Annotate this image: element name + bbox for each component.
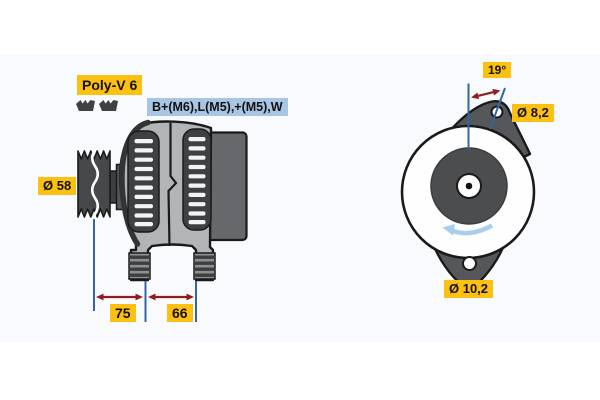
side-view-drawing <box>76 100 248 322</box>
housing-split-line <box>167 123 178 247</box>
side-view-dimension-lines <box>93 219 197 322</box>
front-view-dimension-lines <box>467 83 506 149</box>
break-line <box>90 149 100 219</box>
terminal-label: B+(M6),L(M5),+(M5),W <box>147 98 288 116</box>
mounting-hole-angle-label: 19° <box>483 62 512 78</box>
bottom-mounting-hole <box>462 256 477 271</box>
mounting-foot-front <box>128 252 151 280</box>
rotation-arrow-icon <box>442 223 494 236</box>
pulley <box>77 149 111 219</box>
belt-type-label: Poly-V 6 <box>77 75 143 95</box>
cooling-fins-rear <box>182 128 212 231</box>
dimension-66-label: 66 <box>167 304 193 322</box>
front-bracket-edge <box>119 119 151 247</box>
bottom-hole-diameter-label: Ø 10,2 <box>444 280 494 298</box>
top-hole-diameter-label: Ø 8,2 <box>512 104 554 122</box>
front-view-drawing <box>400 83 536 289</box>
cooling-fins-front <box>127 130 160 233</box>
mounting-foot-rear <box>193 252 216 280</box>
pulley-diameter-label: Ø 58 <box>38 177 77 195</box>
shaft-center <box>465 182 473 190</box>
dimension-75-label: 75 <box>110 304 136 322</box>
poly-v-belt-icon <box>76 100 118 111</box>
